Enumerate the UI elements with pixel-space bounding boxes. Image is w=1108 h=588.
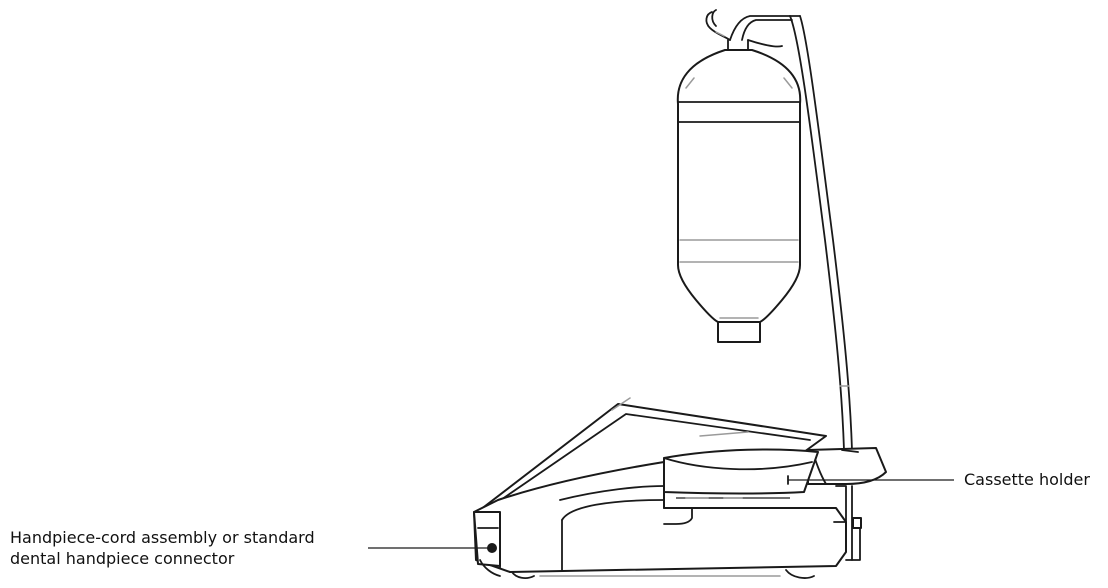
callout-leaders	[368, 475, 954, 553]
bag-hanger	[705, 9, 793, 51]
handpiece-label-line2: dental handpiece connector	[10, 549, 235, 568]
handpiece-label-line1: Handpiece-cord assembly or standard	[10, 528, 315, 547]
console-body	[473, 397, 887, 579]
cassette-holder-label: Cassette holder	[964, 470, 1090, 489]
iv-pole	[789, 15, 853, 451]
handpiece-connector-label: Handpiece-cord assembly or standard dent…	[10, 527, 315, 569]
irrigation-bottle	[676, 49, 802, 343]
handpiece-connector-marker	[487, 543, 497, 553]
